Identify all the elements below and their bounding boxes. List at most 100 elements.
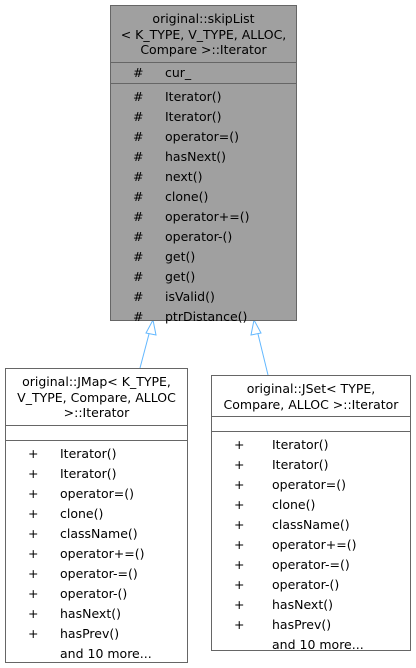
method-name: clone() [272, 497, 316, 512]
method-row[interactable]: #Iterator() [111, 107, 296, 127]
method-row[interactable]: # ptrDistance() [111, 307, 296, 327]
method-name: hasPrev() [60, 625, 120, 641]
attribute-row[interactable]: # cur_ [111, 63, 296, 83]
more-members[interactable]: and 10 more... [6, 644, 187, 664]
public-marker: + [234, 497, 245, 512]
method-row[interactable]: #operator+=() [111, 207, 296, 227]
attributes-section: # cur_ [111, 63, 296, 84]
method-row[interactable]: +operator-=() [212, 555, 410, 575]
protected-marker: # [133, 88, 144, 104]
protected-marker: # [133, 188, 144, 204]
title-line: original::skipList [152, 11, 255, 26]
method-row[interactable]: + operator-() [212, 575, 410, 595]
method-row[interactable]: # isValid() [111, 287, 296, 307]
method-row[interactable]: +className() [6, 524, 187, 544]
method-name: Iterator() [165, 108, 222, 124]
method-name: operator-() [165, 228, 233, 244]
method-name: isValid() [165, 288, 215, 304]
method-name: operator-() [272, 577, 340, 592]
protected-marker: # [133, 288, 144, 304]
protected-marker: # [133, 64, 144, 80]
method-name: operator-() [60, 585, 128, 601]
method-row[interactable]: +Iterator() [6, 464, 187, 484]
protected-marker: # [133, 268, 144, 284]
method-name: clone() [165, 188, 209, 204]
method-row[interactable]: #operator-() [111, 227, 296, 247]
method-name: hasNext() [272, 597, 333, 612]
method-name: className() [272, 517, 350, 532]
method-name: ptrDistance() [165, 308, 248, 324]
more-members-label: and 10 more... [60, 645, 152, 661]
method-name: operator=() [272, 477, 346, 492]
method-row[interactable]: #get() [111, 247, 296, 267]
method-row[interactable]: + operator=() [212, 475, 410, 495]
method-name: Iterator() [272, 457, 329, 472]
edge-jset-to-base [257, 333, 269, 376]
method-name: className() [60, 525, 138, 541]
class-title: original::skipList < K_TYPE, V_TYPE, ALL… [111, 6, 296, 63]
method-name: get() [165, 268, 196, 284]
method-row[interactable]: # next() [111, 167, 296, 187]
method-name: Iterator() [60, 445, 117, 461]
attribute-name: cur_ [165, 64, 192, 80]
method-row[interactable]: + operator-() [6, 584, 187, 604]
public-marker: + [234, 477, 245, 492]
method-row[interactable]: + clone() [6, 504, 187, 524]
method-name: clone() [60, 505, 104, 521]
public-marker: + [28, 605, 39, 621]
class-title: original::JSet< TYPE, Compare, ALLOC >::… [212, 376, 410, 417]
more-members-label: and 10 more... [272, 637, 364, 652]
attributes-section [212, 417, 410, 432]
public-marker: + [234, 537, 245, 552]
public-marker: + [28, 585, 39, 601]
method-row[interactable]: +hasNext() [212, 595, 410, 615]
method-row[interactable]: +operator=() [6, 484, 187, 504]
public-marker: + [234, 437, 245, 452]
method-row[interactable]: + hasPrev() [6, 624, 187, 644]
protected-marker: # [133, 168, 144, 184]
class-title: original::JMap< K_TYPE, V_TYPE, Compare,… [6, 369, 187, 426]
public-marker: + [28, 445, 39, 461]
edge-jmap-to-base [139, 333, 150, 369]
method-name: operator+=() [272, 537, 357, 552]
public-marker: + [234, 617, 245, 632]
class-jset-iterator[interactable]: original::JSet< TYPE, Compare, ALLOC >::… [211, 375, 411, 652]
method-row[interactable]: #operator=() [111, 127, 296, 147]
title-line: Compare >::Iterator [140, 42, 267, 57]
method-name: operator=() [60, 485, 134, 501]
method-row[interactable]: # clone() [111, 187, 296, 207]
method-row[interactable]: + Iterator() [212, 455, 410, 475]
method-row[interactable]: # Iterator() [111, 87, 296, 107]
method-row[interactable]: + hasPrev() [212, 615, 410, 635]
method-name: next() [165, 168, 203, 184]
title-line: original::JMap< K_TYPE, [22, 374, 171, 389]
protected-marker: # [133, 148, 144, 164]
method-row[interactable]: +className() [212, 515, 410, 535]
methods-section: +Iterator() +Iterator() +operator=() +cl… [212, 432, 410, 657]
more-members[interactable]: and 10 more... [212, 635, 410, 655]
method-row[interactable]: # get() [111, 267, 296, 287]
public-marker: + [28, 505, 39, 521]
method-name: hasNext() [60, 605, 121, 621]
method-row[interactable]: + operator+=() [212, 535, 410, 555]
method-row[interactable]: +Iterator() [212, 435, 410, 455]
class-jmap-iterator[interactable]: original::JMap< K_TYPE, V_TYPE, Compare,… [5, 368, 188, 663]
public-marker: + [28, 465, 39, 481]
method-name: hasPrev() [272, 617, 332, 632]
method-name: operator+=() [165, 208, 250, 224]
public-marker: + [234, 577, 245, 592]
class-skiplist-iterator[interactable]: original::skipList < K_TYPE, V_TYPE, ALL… [110, 5, 297, 324]
method-row[interactable]: + clone() [212, 495, 410, 515]
method-row[interactable]: + Iterator() [6, 444, 187, 464]
protected-marker: # [133, 308, 144, 324]
method-row[interactable]: + hasNext() [6, 604, 187, 624]
public-marker: + [28, 625, 39, 641]
method-name: Iterator() [165, 88, 222, 104]
method-row[interactable]: +operator+=() [6, 544, 187, 564]
method-name: get() [165, 248, 196, 264]
method-row[interactable]: +operator-=() [6, 564, 187, 584]
public-marker: + [234, 457, 245, 472]
method-row[interactable]: #hasNext() [111, 147, 296, 167]
methods-section: # Iterator() # Iterator() #operator=() #ha… [111, 84, 296, 329]
